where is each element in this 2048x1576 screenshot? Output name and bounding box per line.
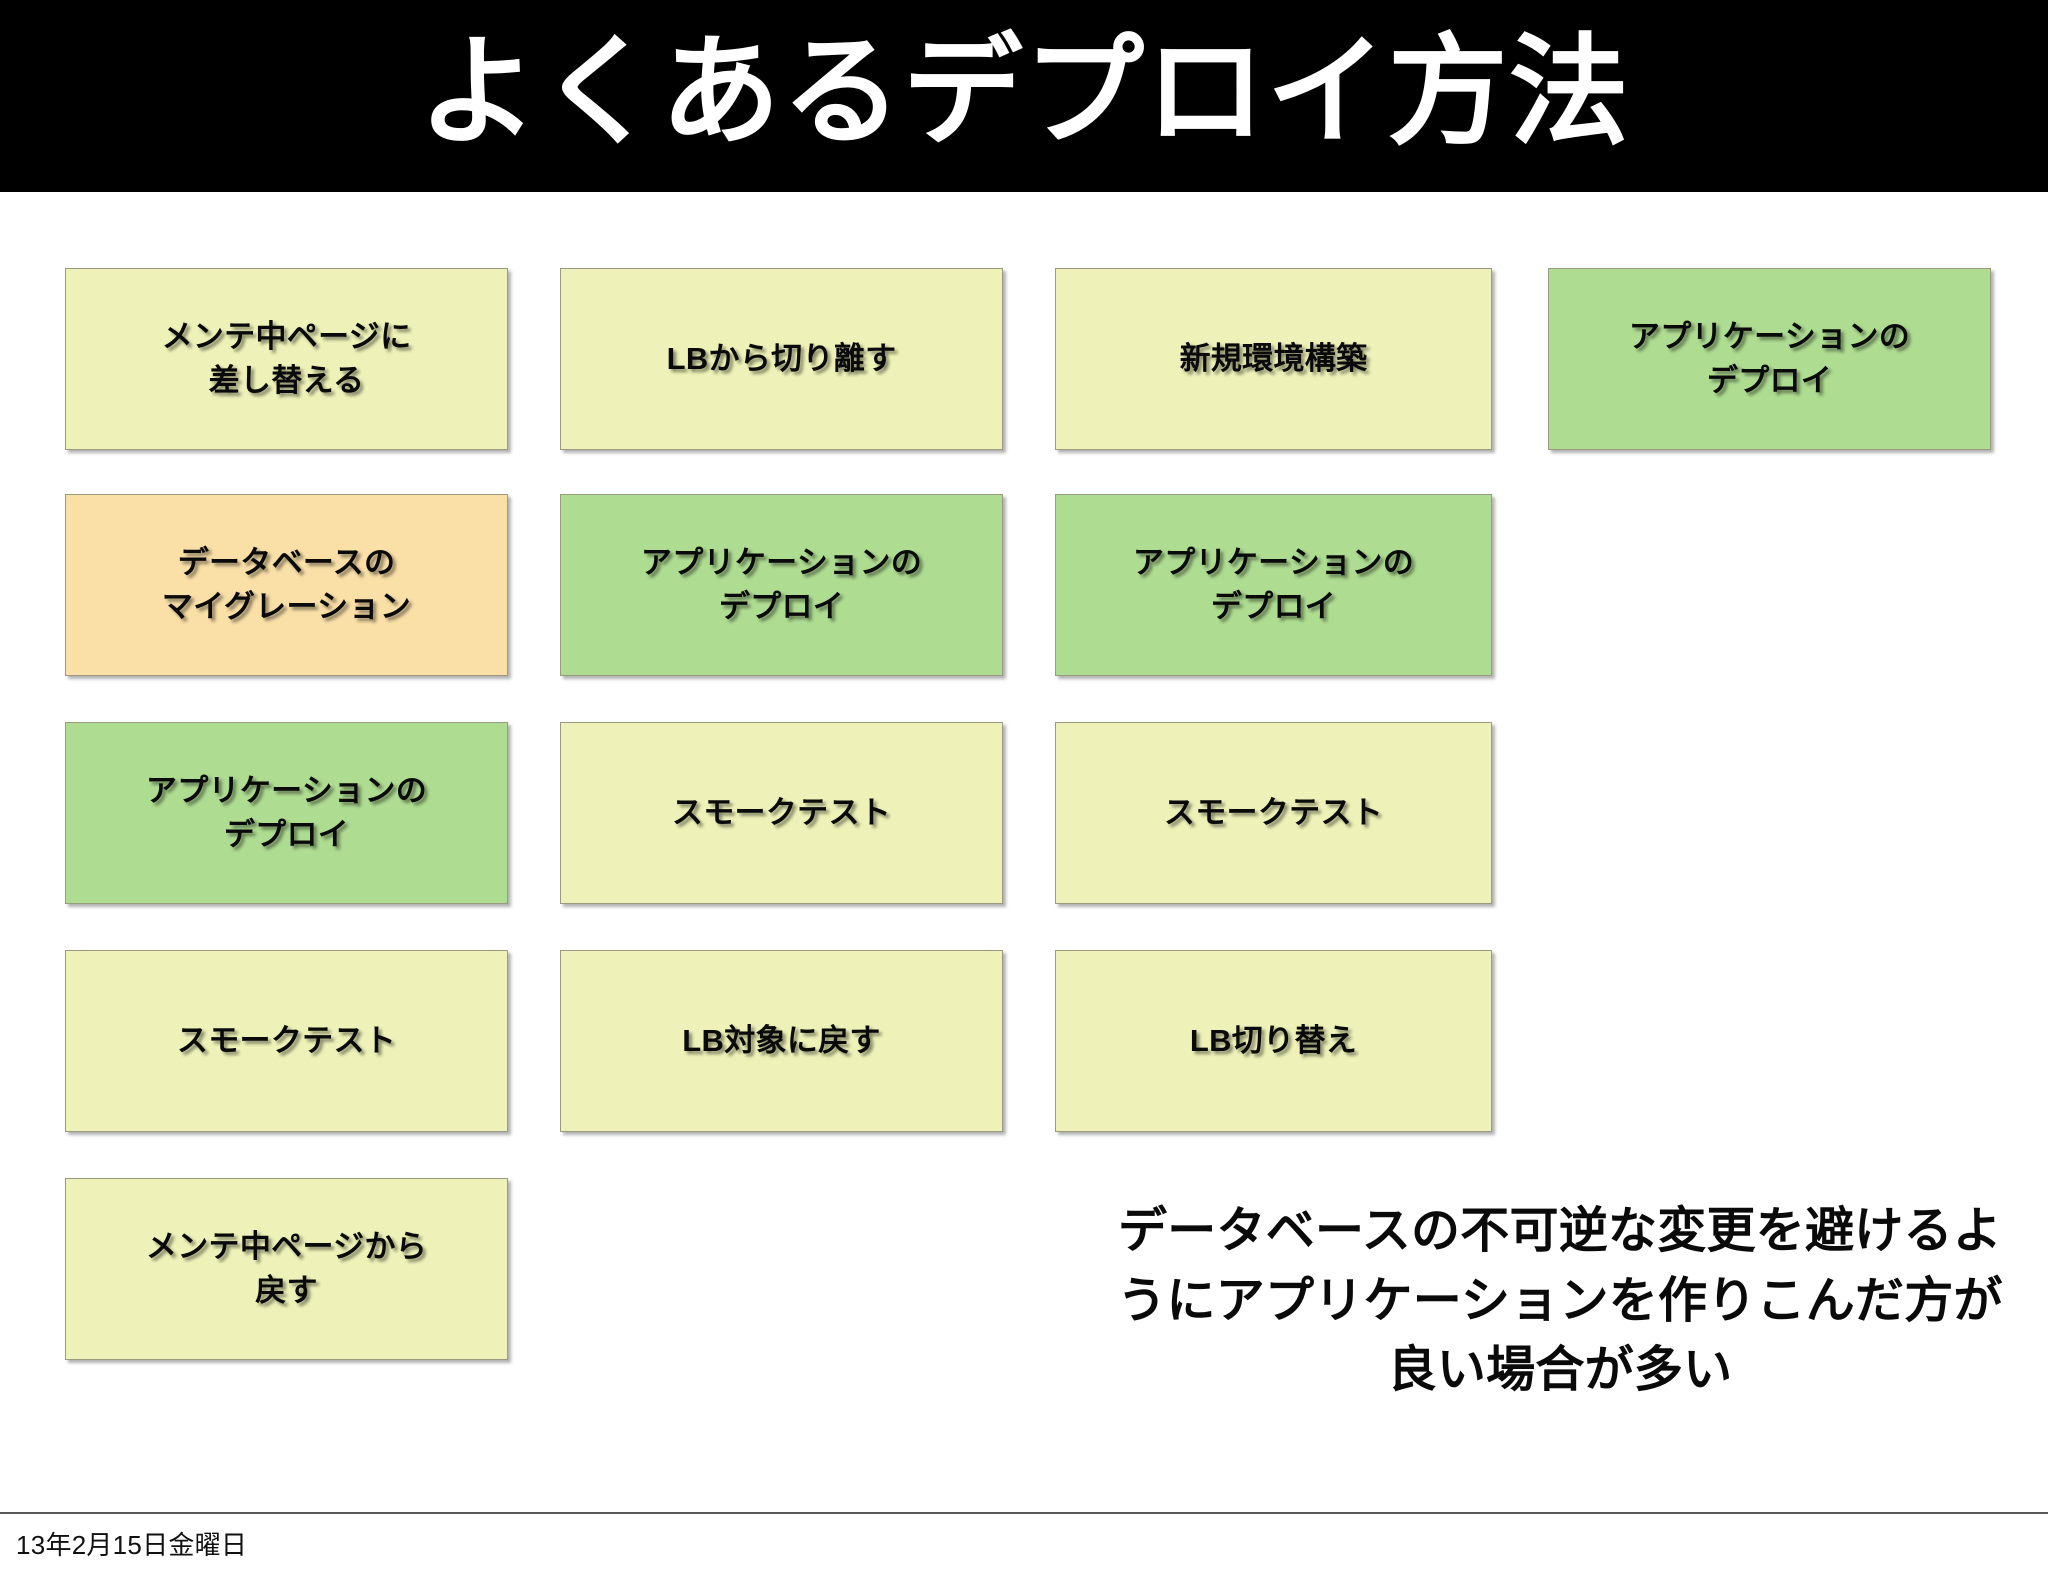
caption-text: データベースの不可逆な変更を避けるようにアプリケーションを作りこんだ方が良い場合… <box>1117 1204 2003 1398</box>
step-box-label: LB切り替え <box>1189 1022 1358 1058</box>
step-box[interactable]: LBから切り離す <box>560 268 1003 450</box>
footer-divider <box>0 1512 2048 1514</box>
step-box-label: メンテ中ページから 戻す <box>145 1228 428 1308</box>
step-box[interactable]: アプリケーションの デプロイ <box>1055 494 1492 676</box>
step-box-label: スモークテスト <box>176 1022 397 1058</box>
page-title: よくあるデプロイ方法 <box>418 25 1630 159</box>
footer-date: 13年2月15日金曜日 <box>16 1530 248 1560</box>
step-box-label: LB対象に戻す <box>682 1022 881 1058</box>
step-box[interactable]: スモークテスト <box>560 722 1003 904</box>
step-box[interactable]: 新規環境構築 <box>1055 268 1492 450</box>
step-box[interactable]: アプリケーションの デプロイ <box>1548 268 1991 450</box>
step-box-label: データベースの マイグレーション <box>161 544 412 624</box>
step-box-label: 新規環境構築 <box>1179 340 1368 376</box>
step-box[interactable]: メンテ中ページから 戻す <box>65 1178 508 1360</box>
title-bar: よくあるデプロイ方法 <box>0 0 2048 192</box>
step-box[interactable]: アプリケーションの デプロイ <box>65 722 508 904</box>
step-box[interactable]: LB切り替え <box>1055 950 1492 1132</box>
step-box[interactable]: スモークテスト <box>1055 722 1492 904</box>
step-box-label: アプリケーションの デプロイ <box>145 772 428 852</box>
step-box-label: LBから切り離す <box>666 340 897 376</box>
step-box-label: スモークテスト <box>1163 794 1384 830</box>
step-box-label: アプリケーションの デプロイ <box>640 544 923 624</box>
step-box-label: アプリケーションの デプロイ <box>1628 318 1911 398</box>
step-box[interactable]: アプリケーションの デプロイ <box>560 494 1003 676</box>
step-box-label: スモークテスト <box>671 794 892 830</box>
slide-body: データベースの不可逆な変更を避けるようにアプリケーションを作りこんだ方が良い場合… <box>0 192 2048 1512</box>
step-box[interactable]: メンテ中ページに 差し替える <box>65 268 508 450</box>
step-box[interactable]: スモークテスト <box>65 950 508 1132</box>
step-box-label: アプリケーションの デプロイ <box>1132 544 1415 624</box>
step-box[interactable]: LB対象に戻す <box>560 950 1003 1132</box>
step-box-label: メンテ中ページに 差し替える <box>161 318 412 398</box>
step-box[interactable]: データベースの マイグレーション <box>65 494 508 676</box>
